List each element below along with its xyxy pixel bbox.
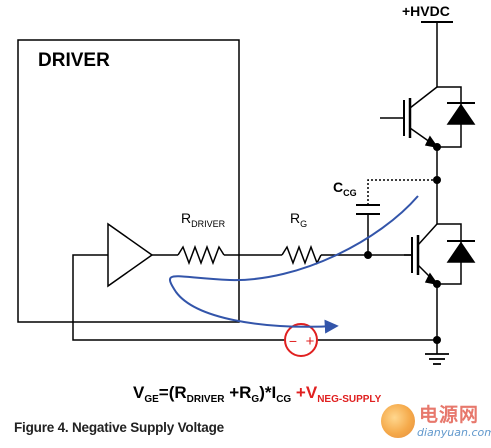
midpoint-node-a [433,143,441,151]
upper-diode [437,86,476,148]
neg-supply-source [284,323,318,357]
gate-voltage-equation: VGE=(RDRIVER +RG)*ICG +VNEG-SUPPLY [133,383,382,405]
midpoint-node-b [433,176,441,184]
rg-label: RG [290,210,307,229]
figure-caption: Figure 4. Negative Supply Voltage [14,420,224,435]
current-path-arrow [169,195,419,334]
return-wire [72,254,437,341]
watermark-title: 电源网 [419,404,480,426]
r-driver-label: RDRIVER [181,210,226,229]
lower-diode [437,223,476,285]
watermark-logo: 电源网 dianyuan.com [381,398,491,444]
rg-resistor [281,244,322,266]
lower-igbt [404,223,439,286]
ground-node [433,336,441,344]
r-driver-resistor [177,244,225,266]
driver-box [17,39,240,323]
ccg-lead-dotted [367,179,437,205]
upper-igbt [380,86,439,149]
hvdc-label: +HVDC [402,3,450,19]
source-plus-sign: + [306,333,315,350]
watermark-icon [381,404,415,438]
driver-buffer [107,222,154,288]
source-minus-sign: − [289,333,297,349]
ground-icon [425,353,449,365]
watermark-site: dianyuan.com [417,426,491,439]
driver-label: DRIVER [38,50,110,71]
ccg-label: CCG [333,179,357,198]
